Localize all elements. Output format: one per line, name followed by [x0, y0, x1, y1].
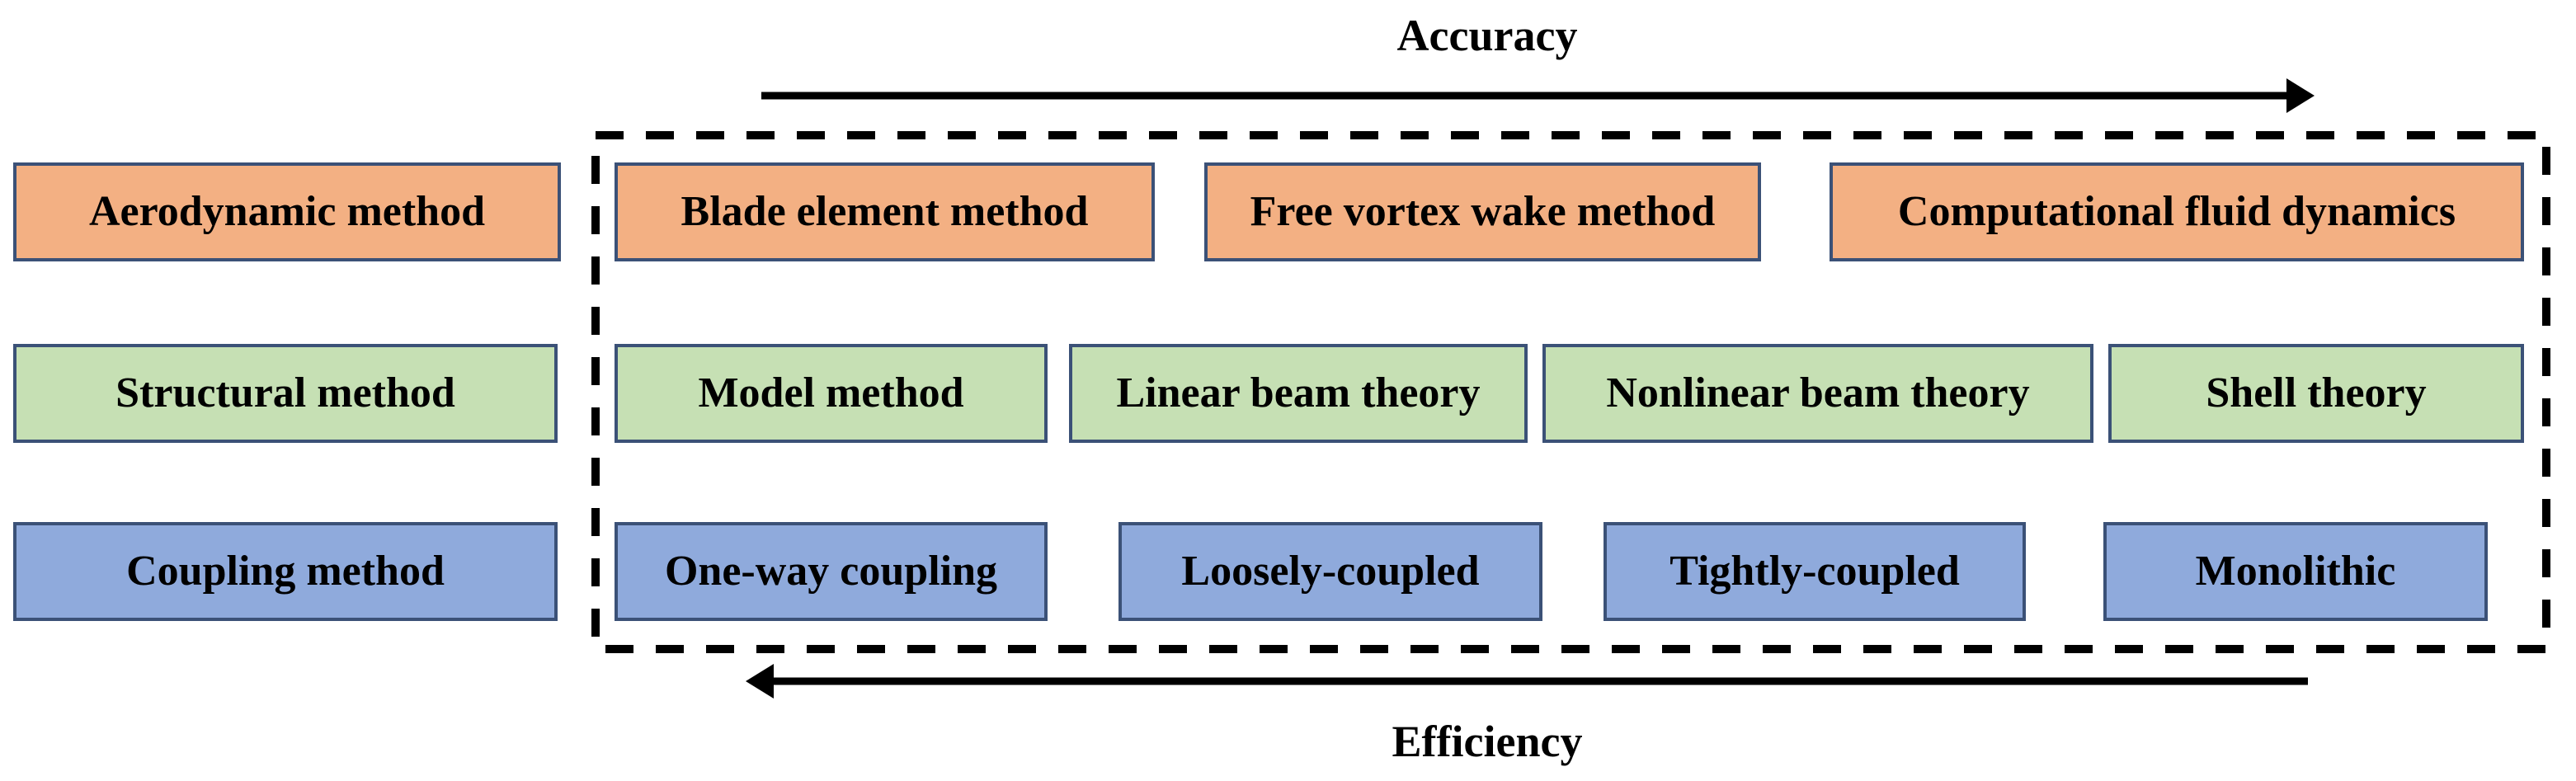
accuracy-arrow: [761, 78, 2315, 113]
method-box-one-way-coupling: One-way coupling: [615, 522, 1048, 621]
method-box-loosely-coupled: Loosely-coupled: [1118, 522, 1542, 621]
category-box-aerodynamic-method: Aerodynamic method: [13, 162, 561, 261]
method-box-computational-fluid-dynamics: Computational fluid dynamics: [1830, 162, 2524, 261]
method-box-shell-theory: Shell theory: [2108, 344, 2524, 443]
method-box-tightly-coupled: Tightly-coupled: [1604, 522, 2026, 621]
method-box-free-vortex-wake-method: Free vortex wake method: [1204, 162, 1761, 261]
accuracy-arrowhead-icon: [2286, 78, 2315, 113]
method-box-monolithic: Monolithic: [2103, 522, 2488, 621]
method-box-linear-beam-theory: Linear beam theory: [1069, 344, 1528, 443]
accuracy-axis-label: Accuracy: [1396, 11, 1578, 60]
method-box-blade-element-method: Blade element method: [615, 162, 1155, 261]
efficiency-arrowhead-icon: [746, 664, 774, 699]
efficiency-arrow: [746, 664, 2308, 699]
category-box-structural-method: Structural method: [13, 344, 558, 443]
method-box-model-method: Model method: [615, 344, 1048, 443]
efficiency-axis-label: Efficiency: [1392, 717, 1583, 766]
method-box-nonlinear-beam-theory: Nonlinear beam theory: [1542, 344, 2093, 443]
category-box-coupling-method: Coupling method: [13, 522, 558, 621]
